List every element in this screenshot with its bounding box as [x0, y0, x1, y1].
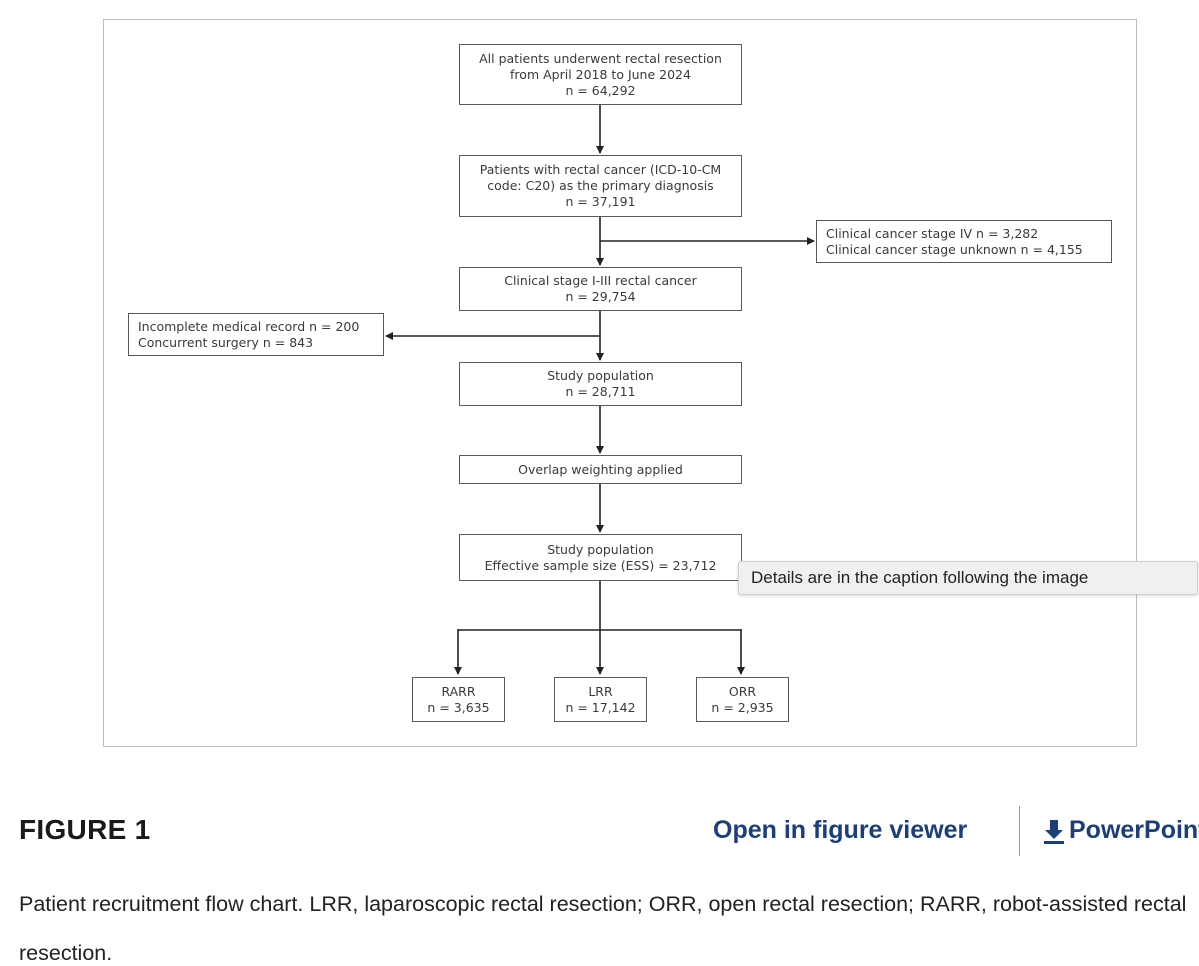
image-tooltip: Details are in the caption following the… — [738, 561, 1198, 595]
powerpoint-label: PowerPoint — [1069, 816, 1199, 844]
node-line: Study population — [547, 541, 654, 557]
node-line: n = 28,711 — [565, 384, 636, 399]
flowchart-connectors — [385, 104, 815, 675]
node-excluded-stage: Clinical cancer stage IV n = 3,282 Clini… — [816, 220, 1112, 263]
node-excluded-records: Incomplete medical record n = 200 Concur… — [128, 313, 384, 356]
node-line: LRR — [588, 683, 613, 699]
node-line: RARR — [441, 683, 476, 699]
node-line: n = 64,292 — [565, 82, 636, 98]
node-line: Clinical cancer stage unknown n = 4,155 — [826, 241, 1083, 257]
node-line: Study population — [547, 368, 654, 383]
node-overlap-weighting: Overlap weighting applied — [459, 455, 742, 484]
node-line: Concurrent surgery n = 843 — [138, 334, 314, 350]
powerpoint-download-link[interactable]: PowerPoint — [1041, 816, 1199, 845]
node-study-population: Study population n = 28,711 — [459, 362, 742, 406]
node-line: n = 29,754 — [565, 289, 636, 304]
figure-caption: Patient recruitment flow chart. LRR, lap… — [19, 892, 1187, 965]
figure-label: FIGURE 1 — [19, 814, 151, 845]
node-line: n = 3,635 — [427, 699, 490, 715]
node-ess-population: Study population Effective sample size (… — [459, 534, 742, 581]
node-all-patients: All patients underwent rectal resection … — [459, 44, 742, 105]
download-icon — [1044, 819, 1064, 844]
open-figure-viewer-link[interactable]: Open in figure viewer — [713, 816, 968, 844]
node-line: Overlap weighting applied — [518, 461, 683, 477]
node-line: Incomplete medical record n = 200 — [138, 318, 360, 334]
node-orr: ORR n = 2,935 — [696, 677, 789, 722]
footer-divider — [1019, 806, 1020, 856]
node-line: n = 17,142 — [565, 699, 636, 715]
node-line: Patients with rectal cancer (ICD-10-CM — [479, 162, 722, 177]
node-line: n = 2,935 — [711, 699, 774, 715]
node-line: from April 2018 to June 2024 — [510, 66, 691, 82]
node-line: n = 37,191 — [565, 194, 636, 209]
node-line: code: C20) as the primary diagnosis — [487, 178, 714, 193]
node-line: Clinical stage I-III rectal cancer — [504, 273, 697, 288]
node-line: Effective sample size (ESS) = 23,712 — [484, 557, 717, 573]
node-stage-1-3: Clinical stage I-III rectal cancer n = 2… — [459, 267, 742, 311]
node-lrr: LRR n = 17,142 — [554, 677, 647, 722]
node-rectal-cancer: Patients with rectal cancer (ICD-10-CM c… — [459, 155, 742, 217]
node-line: All patients underwent rectal resection — [479, 50, 722, 66]
node-line: ORR — [728, 683, 757, 699]
node-rarr: RARR n = 3,635 — [412, 677, 505, 722]
node-line: Clinical cancer stage IV n = 3,282 — [826, 225, 1039, 241]
